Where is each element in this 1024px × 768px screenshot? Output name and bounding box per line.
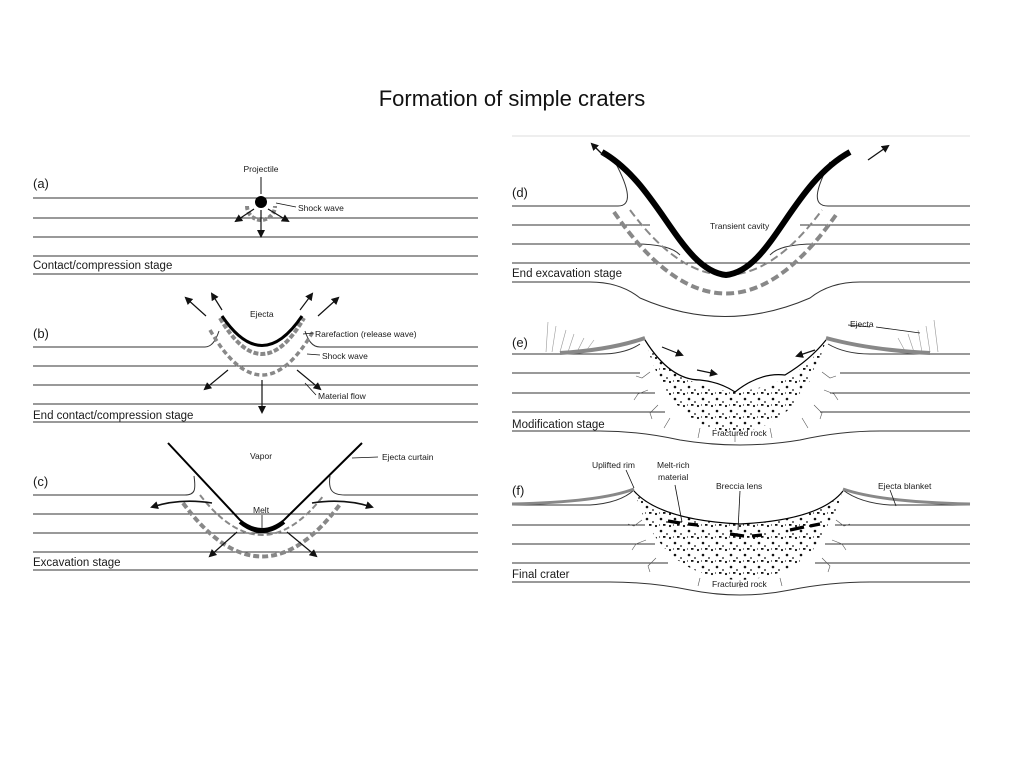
panel-a: (a) Projectile Shock wave Contact/compre… <box>33 164 478 275</box>
ejecta-blanket-label: Ejecta blanket <box>878 481 932 491</box>
transient-cavity-label: Transient cavity <box>710 221 770 231</box>
panel-a-letter: (a) <box>33 176 49 191</box>
panel-b-letter: (b) <box>33 326 49 341</box>
melt-label: Melt <box>253 505 270 515</box>
uplifted-rim-label: Uplifted rim <box>592 460 635 470</box>
panel-f-fractured-rock-label: Fractured rock <box>712 579 768 589</box>
panel-e-ejecta-label: Ejecta <box>850 319 874 329</box>
ejecta-curtain-label: Ejecta curtain <box>382 452 434 462</box>
rarefaction-label: Rarefaction (release wave) <box>315 329 417 339</box>
panel-b-ejecta-label: Ejecta <box>250 309 274 319</box>
panel-e-fractured-rock-label: Fractured rock <box>712 428 768 438</box>
panel-a-stage-label: Contact/compression stage <box>33 260 172 272</box>
panel-f-letter: (f) <box>512 483 524 498</box>
panel-c-stage-label: Excavation stage <box>33 557 121 569</box>
panel-c-letter: (c) <box>33 474 48 489</box>
panel-d: (d) Transient cavity End excavation stag… <box>512 135 970 317</box>
panel-f-stage-label: Final crater <box>512 569 570 581</box>
melt-rich-label-1: Melt-rich <box>657 460 690 470</box>
panel-c: (c) Vapor Ejecta curtain Melt Excavation… <box>33 442 478 571</box>
panel-e-letter: (e) <box>512 335 528 350</box>
breccia-lens-label: Breccia lens <box>716 481 762 491</box>
panel-b-shock-wave-label: Shock wave <box>322 351 368 361</box>
panel-f: (f) Uplifted rim Melt-rich material Brec… <box>511 460 971 596</box>
panel-b-stage-label: End contact/compression stage <box>33 410 193 422</box>
panel-e-stage-label: Modification stage <box>512 419 605 431</box>
material-flow-label: Material flow <box>318 391 367 401</box>
slide-title: Formation of simple craters <box>378 86 646 111</box>
melt-rich-label-2: material <box>658 472 688 482</box>
panel-e: (e) Ejecta Fractured rock Modification s… <box>512 319 970 446</box>
panel-a-shock-wave-label: Shock wave <box>298 203 344 213</box>
vapor-label: Vapor <box>250 451 272 461</box>
panel-d-stage-label: End excavation stage <box>512 268 622 280</box>
panel-b: (b) Ejecta Rarefaction (release wave) Sh… <box>33 292 478 423</box>
panel-d-letter: (d) <box>512 185 528 200</box>
projectile-label: Projectile <box>244 164 279 174</box>
